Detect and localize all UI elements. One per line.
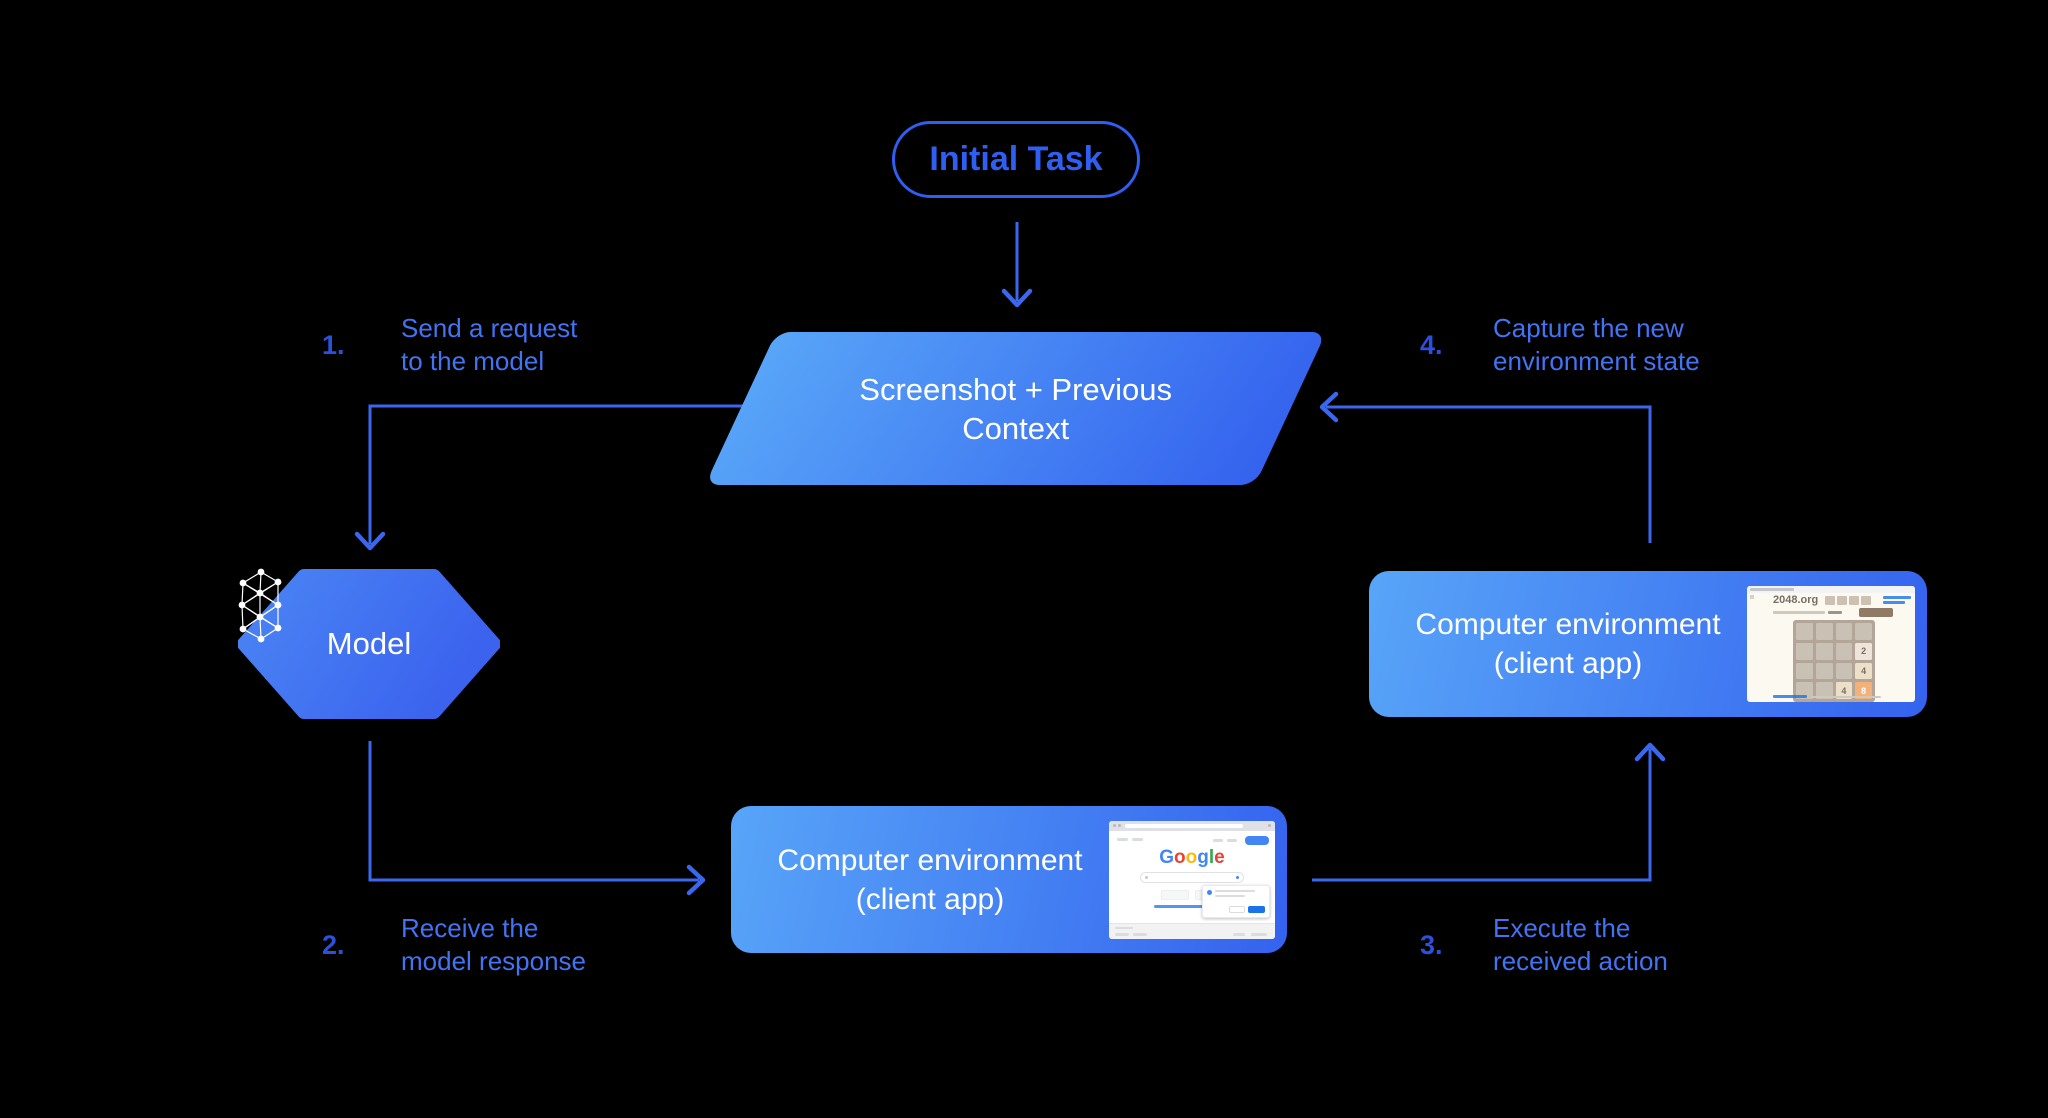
tile-4: 4 [1855, 662, 1872, 680]
google-search-screenshot: Google [1109, 820, 1275, 939]
arrow-env-to-env [1312, 749, 1652, 882]
env-right-line1: Computer environment [1415, 608, 1721, 641]
hexagon-shape [238, 569, 500, 719]
subtitle-bar [1828, 611, 1842, 614]
google-g-icon [1207, 889, 1212, 895]
tile-4: 4 [1835, 682, 1853, 699]
page-footer [1109, 922, 1275, 939]
browser-tab-strip [1747, 586, 1915, 593]
arrowhead-down-icon [354, 531, 386, 551]
arrowhead-up-icon [1634, 742, 1666, 762]
header-link-bar [1213, 838, 1223, 842]
header-link-bar [1132, 837, 1143, 841]
initial-task-label: Initial Task [929, 140, 1103, 178]
favicon [1750, 595, 1754, 599]
step-4-number: 4. [1420, 330, 1443, 360]
score-box [1861, 596, 1871, 605]
tile-2: 2 [1855, 642, 1872, 660]
arrowhead-left-icon [1319, 391, 1339, 423]
model-label: Model [326, 626, 412, 661]
subtitle-bar [1773, 611, 1825, 614]
sign-in-button [1245, 835, 1269, 845]
computer-environment-node-right: Computer environment (client app) 2048.o… [1369, 571, 1927, 717]
score-box [1849, 596, 1859, 605]
step-1-number: 1. [322, 330, 345, 360]
header-link-bar [1117, 837, 1128, 841]
arrow-model-to-env [368, 741, 699, 882]
computer-environment-node-bottom: Computer environment (client app) Google [731, 806, 1287, 953]
link-bar [1883, 601, 1905, 604]
neural-network-icon [238, 568, 282, 643]
initial-task-node: Initial Task [892, 121, 1140, 198]
language-link-bar [1154, 904, 1232, 908]
screenshot-context-line2: Context [962, 410, 1070, 446]
dialog-secondary-button [1229, 905, 1245, 913]
arrowhead-down-icon [1001, 288, 1033, 308]
screenshot-context-node: Screenshot + Previous Context [705, 332, 1327, 485]
env-bottom-line2: (client app) [855, 882, 1005, 916]
search-input [1140, 871, 1244, 883]
step-2-number: 2. [322, 930, 345, 960]
model-node: Model [238, 568, 500, 720]
screenshot-context-line1: Screenshot + Previous [859, 371, 1173, 407]
tile-8: 8 [1855, 682, 1872, 699]
footer-link-bar [1773, 695, 1807, 698]
search-icon [1145, 875, 1148, 879]
site-title: 2048.org [1773, 594, 1819, 606]
header-link-bar [1227, 838, 1237, 842]
link-bar [1883, 596, 1911, 599]
env-bottom-line1: Computer environment [777, 843, 1083, 877]
2048-grid: 2 4 4 8 [1793, 620, 1875, 702]
search-button [1161, 889, 1189, 900]
browser-chrome [1109, 820, 1275, 831]
env-right-line2: (client app) [1493, 647, 1643, 680]
step-3-number: 3. [1420, 930, 1443, 960]
arrow-context-to-model [368, 404, 746, 544]
score-box [1825, 596, 1835, 605]
mic-icon [1236, 875, 1239, 879]
arrowhead-right-icon [686, 864, 706, 896]
dialog-primary-button [1248, 905, 1265, 913]
arrow-env-to-context [1326, 405, 1652, 543]
score-box [1837, 596, 1847, 605]
address-bar [1125, 823, 1243, 828]
sign-in-dialog [1202, 884, 1270, 918]
new-game-button [1859, 608, 1893, 617]
footer-text-bar [1811, 695, 1881, 698]
google-logo: Google [1159, 846, 1225, 868]
2048-game-screenshot: 2048.org 2 4 4 8 [1747, 586, 1915, 702]
